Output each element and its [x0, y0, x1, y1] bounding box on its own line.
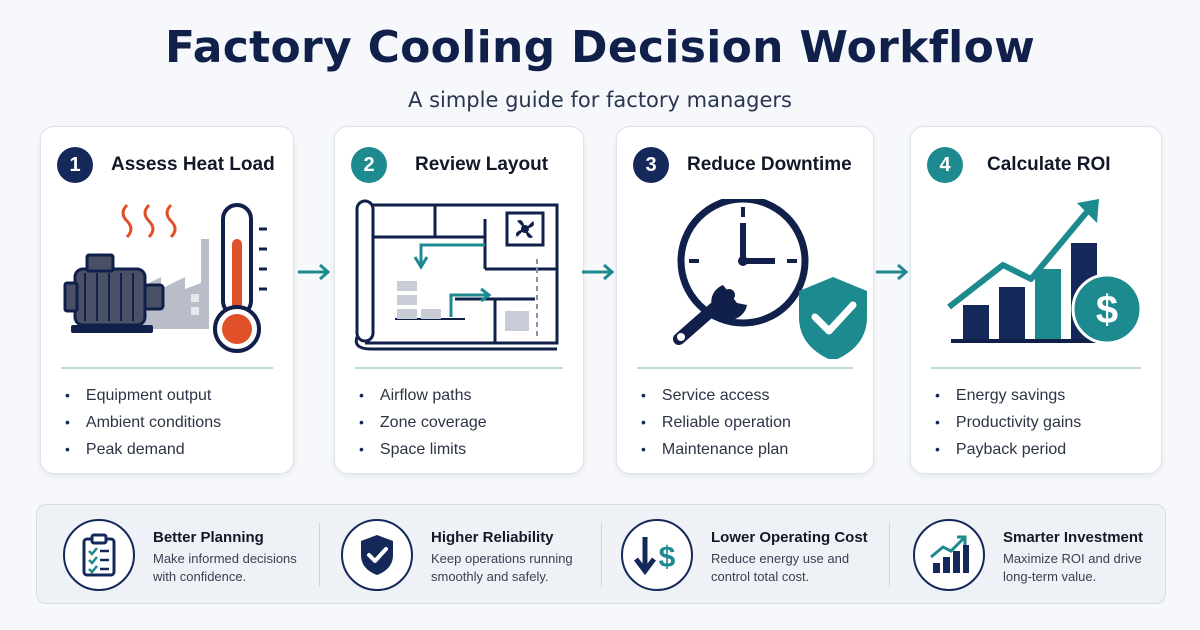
benefit-desc: Keep operations running smoothly and saf…	[431, 550, 591, 586]
benefit-desc: Make informed decisions with confidence.	[153, 550, 313, 586]
divider	[319, 523, 320, 587]
benefit-lower-operating-cost: $ Lower Operating Cost Reduce energy use…	[621, 519, 871, 591]
step-title: Reduce Downtime	[687, 154, 852, 175]
divider	[601, 523, 602, 587]
benefit-desc: Maximize ROI and drive long-term value.	[1003, 550, 1163, 586]
page-subtitle: A simple guide for factory managers	[408, 88, 792, 112]
benefit-desc-line: Maximize ROI and drive	[1003, 551, 1142, 566]
shield-check-icon	[341, 519, 413, 591]
clock-wrench-shield-icon	[673, 199, 867, 359]
benefit-title: Better Planning	[153, 529, 264, 546]
arrow-right-icon	[298, 263, 331, 281]
list-item: Airflow paths	[359, 382, 487, 409]
benefit-desc-line: smoothly and safely.	[431, 569, 549, 584]
list-item: Space limits	[359, 436, 487, 463]
list-item: Peak demand	[65, 436, 221, 463]
benefit-title: Smarter Investment	[1003, 529, 1144, 546]
step-card-reduce-downtime: 3 Reduce Downtime Service access Reliabl…	[616, 126, 874, 474]
benefit-better-planning: Better Planning Make informed decisions …	[63, 519, 313, 591]
benefit-desc-line: Make informed decisions	[153, 551, 297, 566]
benefit-title: Higher Reliability	[431, 529, 554, 546]
benefit-title: Lower Operating Cost	[711, 529, 868, 546]
card-divider	[931, 367, 1141, 369]
floorplan-icon	[354, 199, 559, 351]
step-title: Assess Heat Load	[111, 154, 275, 175]
step-bullet-list: Equipment output Ambient conditions Peak…	[65, 382, 221, 463]
step-bullet-list: Service access Reliable operation Mainte…	[641, 382, 791, 463]
growth-chart-dollar-icon: $	[947, 199, 1143, 345]
step-bullet-list: Airflow paths Zone coverage Space limits	[359, 382, 487, 463]
card-divider	[637, 367, 853, 369]
list-item: Ambient conditions	[65, 409, 221, 436]
list-item: Zone coverage	[359, 409, 487, 436]
svg-text:$: $	[1096, 288, 1118, 332]
step-number-badge: 3	[633, 147, 669, 183]
list-item: Maintenance plan	[641, 436, 791, 463]
step-bullet-list: Energy savings Productivity gains Paybac…	[935, 382, 1081, 463]
arrow-right-icon	[876, 263, 909, 281]
benefit-desc-line: control total cost.	[711, 569, 810, 584]
arrow-right-icon	[582, 263, 615, 281]
step-title: Review Layout	[415, 154, 549, 175]
step-card-assess-heat-load: 1 Assess Heat Load Equipment output	[40, 126, 294, 474]
benefit-desc-line: Reduce energy use and	[711, 551, 850, 566]
divider	[889, 523, 890, 587]
clipboard-checklist-icon	[63, 519, 135, 591]
step-card-review-layout: 2 Review Layout Airflow paths	[334, 126, 584, 474]
step-card-calculate-roi: 4 Calculate ROI $ Energy savings Product…	[910, 126, 1162, 474]
benefit-higher-reliability: Higher Reliability Keep operations runni…	[341, 519, 591, 591]
list-item: Payback period	[935, 436, 1081, 463]
list-item: Reliable operation	[641, 409, 791, 436]
benefit-desc-line: with confidence.	[153, 569, 247, 584]
card-divider	[61, 367, 273, 369]
bar-chart-growth-icon	[913, 519, 985, 591]
card-divider	[355, 367, 563, 369]
benefit-desc-line: Keep operations running	[431, 551, 573, 566]
step-number-badge: 1	[57, 147, 93, 183]
motor-thermometer-icon	[63, 203, 267, 353]
step-number-badge: 2	[351, 147, 387, 183]
page-title: Factory Cooling Decision Workflow	[164, 22, 1036, 73]
step-title: Calculate ROI	[987, 154, 1111, 175]
benefit-smarter-investment: Smarter Investment Maximize ROI and driv…	[913, 519, 1163, 591]
down-arrow-dollar-icon: $	[621, 519, 693, 591]
step-number-badge: 4	[927, 147, 963, 183]
benefits-bar: Better Planning Make informed decisions …	[36, 504, 1166, 604]
list-item: Productivity gains	[935, 409, 1081, 436]
svg-text:$: $	[659, 541, 676, 574]
benefit-desc-line: long-term value.	[1003, 569, 1097, 584]
list-item: Energy savings	[935, 382, 1081, 409]
list-item: Service access	[641, 382, 791, 409]
list-item: Equipment output	[65, 382, 221, 409]
benefit-desc: Reduce energy use and control total cost…	[711, 550, 871, 586]
